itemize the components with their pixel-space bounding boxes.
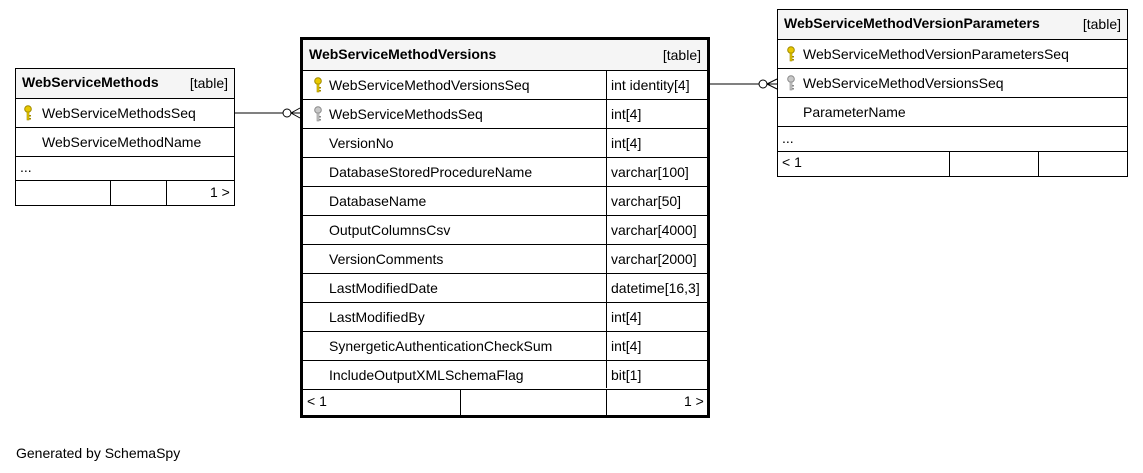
- column-name: VersionNo: [329, 135, 394, 151]
- column-row[interactable]: WebServiceMethodsSeq: [16, 99, 234, 128]
- column-name: IncludeOutputXMLSchemaFlag: [329, 367, 524, 383]
- nav-left[interactable]: < 1: [782, 154, 802, 170]
- column-row[interactable]: IncludeOutputXMLSchemaFlag bit[1]: [303, 361, 707, 390]
- table-webservicemethods[interactable]: WebServiceMethods [table] WebServiceMeth…: [15, 68, 235, 206]
- nav-row: < 1 1 >: [303, 390, 707, 415]
- column-divider: [606, 71, 607, 388]
- ellipsis-row: ...: [778, 127, 1127, 152]
- relationship-versions-to-parameters: [709, 78, 778, 90]
- nav-row: < 1: [778, 152, 1127, 176]
- table-header: WebServiceMethodVersionParameters [table…: [778, 10, 1127, 40]
- primary-key-icon: [786, 46, 796, 65]
- nav-right[interactable]: 1 >: [210, 184, 230, 200]
- column-name: VersionComments: [329, 251, 444, 267]
- column-name: DatabaseName: [329, 193, 427, 209]
- table-kind-label: [table]: [662, 47, 701, 63]
- nav-right[interactable]: 1 >: [684, 393, 704, 409]
- column-type: int[4]: [611, 106, 642, 122]
- column-type: int[4]: [611, 309, 642, 325]
- column-type: int[4]: [611, 338, 642, 354]
- table-kind-label: [table]: [189, 75, 228, 91]
- column-name: LastModifiedBy: [329, 309, 425, 325]
- column-name: WebServiceMethodsSeq: [329, 106, 483, 122]
- column-name: WebServiceMethodVersionsSeq: [329, 77, 530, 93]
- table-name: WebServiceMethodVersions: [309, 46, 497, 62]
- column-name: LastModifiedDate: [329, 280, 438, 296]
- column-row[interactable]: DatabaseStoredProcedureName varchar[100]: [303, 158, 707, 187]
- column-name: WebServiceMethodVersionParametersSeq: [803, 46, 1069, 62]
- table-header: WebServiceMethodVersions [table]: [303, 40, 707, 71]
- table-name: WebServiceMethods: [22, 74, 159, 90]
- column-type: varchar[2000]: [611, 251, 697, 267]
- column-row[interactable]: WebServiceMethodsSeq int[4]: [303, 100, 707, 129]
- column-row[interactable]: LastModifiedDate datetime[16,3]: [303, 274, 707, 303]
- nav-left[interactable]: < 1: [307, 393, 327, 409]
- foreign-key-icon: [786, 75, 796, 94]
- ellipsis-row: ...: [16, 157, 234, 181]
- relationship-methods-to-versions: [235, 107, 301, 119]
- column-row[interactable]: WebServiceMethodName: [16, 128, 234, 157]
- column-type: bit[1]: [611, 367, 642, 383]
- column-row[interactable]: WebServiceMethodVersionParametersSeq: [778, 40, 1127, 69]
- column-name: WebServiceMethodVersionsSeq: [803, 75, 1004, 91]
- ellipsis: ...: [20, 159, 32, 175]
- nav-row: 1 >: [16, 181, 234, 205]
- generated-by-label: Generated by SchemaSpy: [16, 445, 181, 461]
- column-name: ParameterName: [803, 104, 906, 120]
- column-type: varchar[4000]: [611, 222, 697, 238]
- column-name: WebServiceMethodName: [42, 134, 202, 150]
- table-webservicemethodversionparameters[interactable]: WebServiceMethodVersionParameters [table…: [777, 9, 1128, 177]
- column-row[interactable]: WebServiceMethodVersionsSeq int identity…: [303, 71, 707, 100]
- column-row[interactable]: SynergeticAuthenticationCheckSum int[4]: [303, 332, 707, 361]
- table-header: WebServiceMethods [table]: [16, 69, 234, 99]
- primary-key-icon: [23, 105, 33, 124]
- column-row[interactable]: VersionComments varchar[2000]: [303, 245, 707, 274]
- column-type: varchar[100]: [611, 164, 689, 180]
- column-name: DatabaseStoredProcedureName: [329, 164, 533, 180]
- column-type: datetime[16,3]: [611, 280, 700, 296]
- column-name: WebServiceMethodsSeq: [42, 105, 196, 121]
- foreign-key-icon: [313, 106, 323, 125]
- column-name: OutputColumnsCsv: [329, 222, 451, 238]
- column-type: varchar[50]: [611, 193, 682, 209]
- column-row[interactable]: OutputColumnsCsv varchar[4000]: [303, 216, 707, 245]
- column-row[interactable]: ParameterName: [778, 98, 1127, 127]
- ellipsis: ...: [782, 130, 794, 146]
- column-row[interactable]: LastModifiedBy int[4]: [303, 303, 707, 332]
- column-name: SynergeticAuthenticationCheckSum: [329, 338, 553, 354]
- table-kind-label: [table]: [1082, 16, 1121, 32]
- column-type: int[4]: [611, 135, 642, 151]
- table-webservicemethodversions[interactable]: WebServiceMethodVersions [table] WebServ…: [300, 37, 710, 418]
- column-row[interactable]: DatabaseName varchar[50]: [303, 187, 707, 216]
- column-row[interactable]: WebServiceMethodVersionsSeq: [778, 69, 1127, 98]
- table-name: WebServiceMethodVersionParameters: [784, 15, 1040, 31]
- column-row[interactable]: VersionNo int[4]: [303, 129, 707, 158]
- column-type: int identity[4]: [611, 77, 690, 93]
- primary-key-icon: [313, 77, 323, 96]
